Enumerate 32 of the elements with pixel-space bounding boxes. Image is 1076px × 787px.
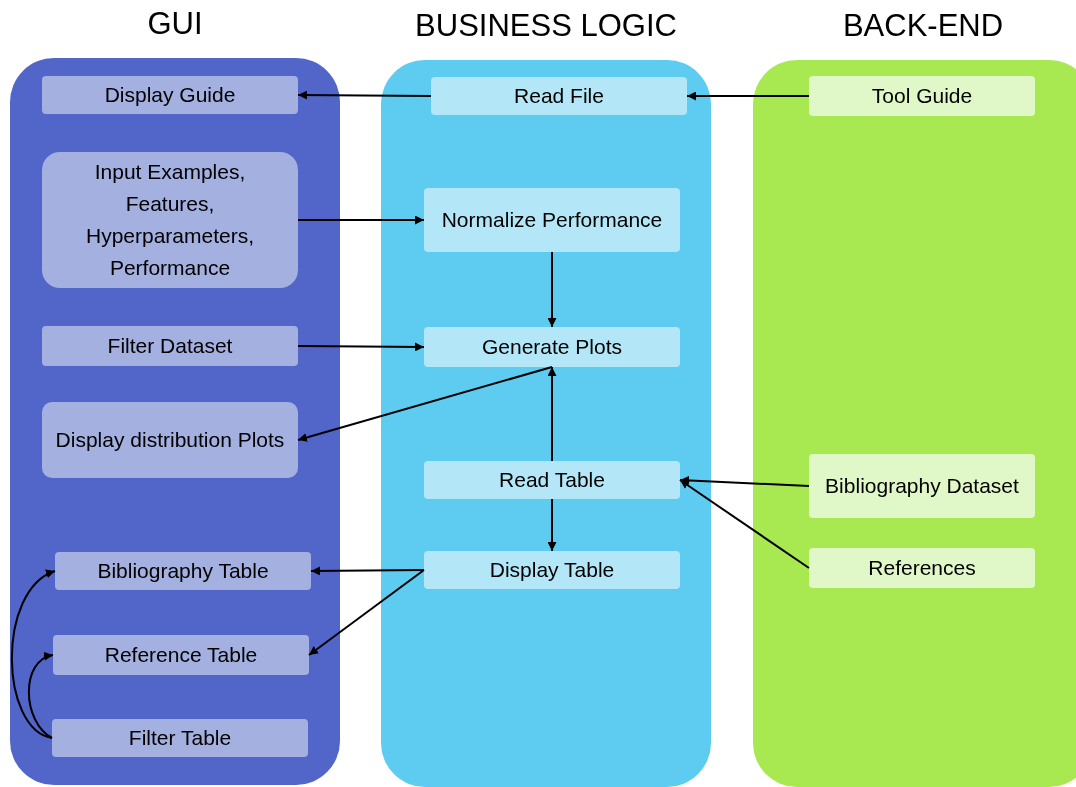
arrow bbox=[297, 342, 425, 352]
arrow bbox=[297, 90, 432, 100]
arrow bbox=[686, 91, 810, 101]
process-box: Bibliography Dataset bbox=[809, 454, 1035, 518]
arrow bbox=[547, 366, 557, 462]
process-box: Read Table bbox=[424, 461, 680, 499]
process-box: Read File bbox=[431, 77, 687, 115]
column-heading: GUI bbox=[146, 6, 204, 42]
process-box: Tool Guide bbox=[809, 76, 1035, 116]
arrow bbox=[547, 251, 557, 328]
process-box: Filter Table bbox=[52, 719, 308, 757]
arrow bbox=[308, 569, 425, 656]
arrow bbox=[297, 366, 553, 442]
arrow bbox=[27, 653, 54, 739]
arrow bbox=[679, 479, 810, 569]
process-box: Generate Plots bbox=[424, 327, 680, 367]
arrow bbox=[679, 475, 810, 487]
column-heading: BACK-END bbox=[841, 8, 1005, 44]
process-box: Display Guide bbox=[42, 76, 298, 114]
process-box: Reference Table bbox=[53, 635, 309, 675]
process-box: Display distribution Plots bbox=[42, 402, 298, 478]
arrow bbox=[10, 570, 56, 739]
process-box: Input Examples, Features, Hyperparameters, Performance bbox=[42, 152, 298, 288]
process-box: References bbox=[809, 548, 1035, 588]
process-box: Display Table bbox=[424, 551, 680, 589]
process-box: Filter Dataset bbox=[42, 326, 298, 366]
process-box: Bibliography Table bbox=[55, 552, 311, 590]
arrow bbox=[297, 215, 425, 225]
arrow bbox=[310, 566, 425, 576]
process-box: Normalize Performance bbox=[424, 188, 680, 252]
arrow bbox=[547, 498, 557, 552]
column-heading: BUSINESS LOGIC bbox=[414, 8, 678, 44]
